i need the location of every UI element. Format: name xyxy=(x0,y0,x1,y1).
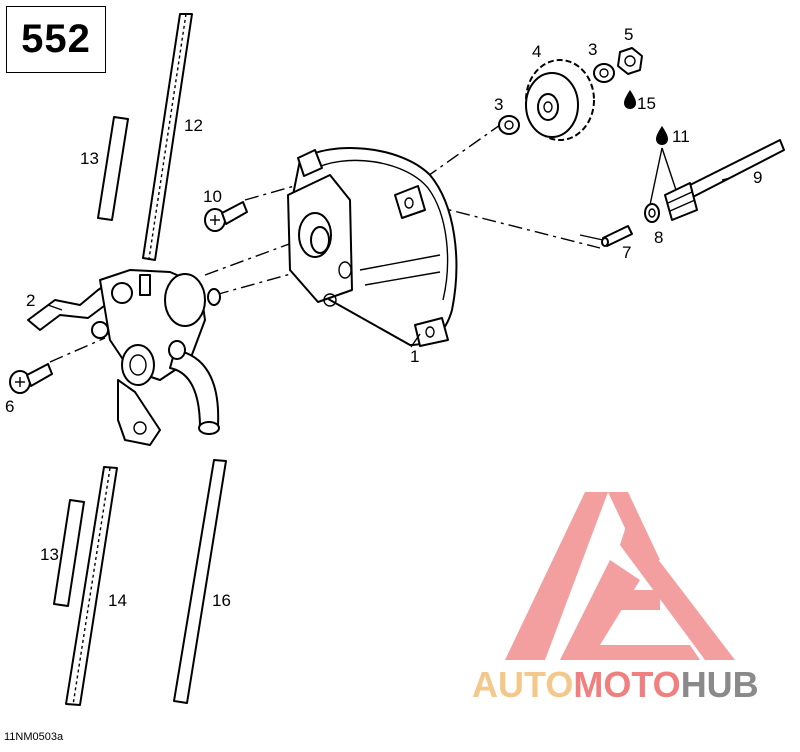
callout-13-upper: 13 xyxy=(80,149,99,168)
nut-5 xyxy=(617,47,643,75)
callout-6: 6 xyxy=(5,397,14,416)
watermark-auto: AUTO xyxy=(472,664,574,705)
watermark-logo xyxy=(505,492,735,660)
centerline-pump-lower xyxy=(214,269,306,296)
gear-4 xyxy=(525,59,595,141)
callout-16: 16 xyxy=(212,591,231,610)
page-number-box: 552 xyxy=(6,6,106,73)
pin-7 xyxy=(601,225,633,247)
callout-4: 4 xyxy=(532,42,541,61)
callout-3-right: 3 xyxy=(588,40,597,59)
pump-cover xyxy=(287,147,458,347)
callout-2: 2 xyxy=(26,291,35,310)
centerline-washer xyxy=(424,124,501,179)
callout-15: 15 xyxy=(637,94,656,113)
callout-14: 14 xyxy=(108,591,127,610)
leader-1 xyxy=(410,333,421,348)
callout-9: 9 xyxy=(753,168,762,187)
callout-7: 7 xyxy=(622,243,631,262)
leader-11a xyxy=(649,147,663,206)
tube-13-upper xyxy=(97,116,129,221)
centerline-screw-6 xyxy=(49,337,106,363)
callout-11: 11 xyxy=(672,127,690,146)
watermark-moto: MOTO xyxy=(573,664,681,705)
centerline-pump xyxy=(204,239,301,276)
callout-13-lower: 13 xyxy=(40,545,59,564)
leader-11b xyxy=(661,147,677,191)
shaft-9 xyxy=(664,139,785,221)
callout-10: 10 xyxy=(203,187,222,206)
washer-8 xyxy=(644,203,660,223)
centerline-screw-10 xyxy=(244,182,306,201)
washer-3-right xyxy=(593,63,615,83)
callout-3-left: 3 xyxy=(494,95,503,114)
oil-pump xyxy=(27,269,221,446)
figure-code: 11NM0503a xyxy=(4,731,64,743)
leader-2 xyxy=(47,304,63,311)
washer-3-left xyxy=(498,115,520,135)
callout-8: 8 xyxy=(654,228,663,247)
tube-16 xyxy=(173,459,227,704)
tube-13-lower xyxy=(53,499,85,607)
screw-6 xyxy=(9,363,53,394)
watermark-text: AUTOMOTOHUB xyxy=(472,664,759,706)
pin-guide xyxy=(579,234,604,241)
callout-1: 1 xyxy=(410,347,419,366)
callout-12: 12 xyxy=(184,116,203,135)
oil-drop-icon-11 xyxy=(656,126,668,145)
leader-9 xyxy=(721,177,731,181)
screw-10 xyxy=(204,201,248,232)
centerline-shaft xyxy=(429,204,601,249)
tube-12 xyxy=(142,13,193,261)
oil-drop-icon-15 xyxy=(624,90,636,109)
callout-5: 5 xyxy=(624,25,633,44)
tube-14 xyxy=(65,466,118,706)
watermark-hub: HUB xyxy=(680,664,759,705)
